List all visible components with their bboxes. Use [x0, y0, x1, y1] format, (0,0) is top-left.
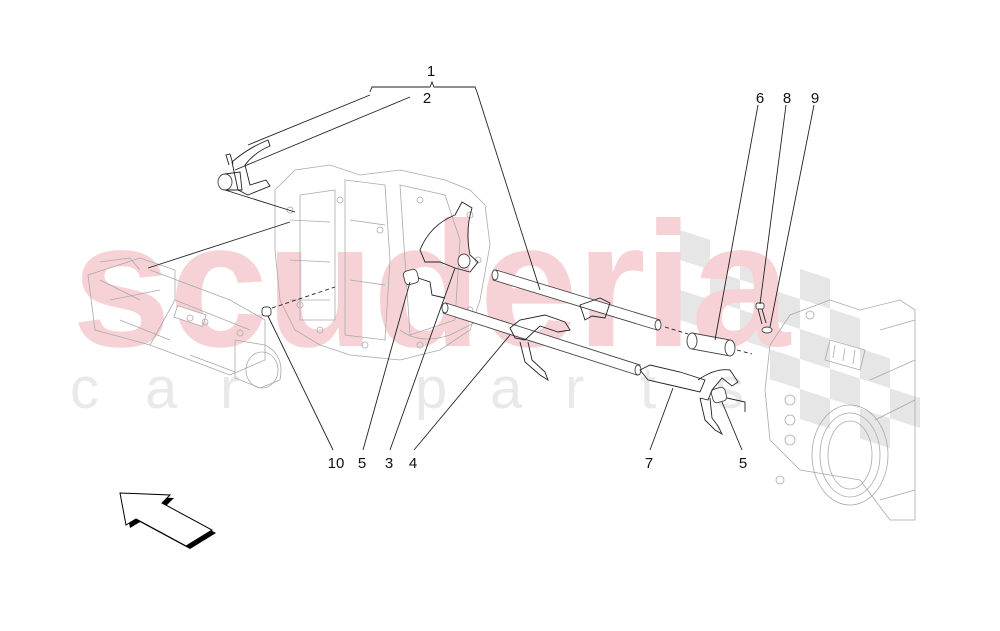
callout-8[interactable]: 8: [782, 90, 792, 107]
selector-fork-part-7: [639, 364, 739, 436]
callout-4[interactable]: 4: [408, 455, 418, 472]
watermark-brand-text: scuderia: [72, 185, 790, 384]
selector-rod-upper: [491, 269, 689, 335]
callout-7[interactable]: 7: [644, 455, 654, 472]
callout-1[interactable]: 1: [426, 63, 436, 80]
callout-9[interactable]: 9: [810, 90, 820, 107]
gearbox-housing: [274, 164, 491, 361]
callout-2[interactable]: 2: [422, 90, 432, 107]
sleeve-part-6: [686, 332, 753, 357]
front-direction-arrow-icon: [119, 492, 216, 549]
selector-fork-part-2: [217, 139, 271, 196]
selector-fork-part-3: [419, 201, 479, 273]
callout-3[interactable]: 3: [384, 455, 394, 472]
bolt-part-8: [755, 302, 767, 325]
washer-part-9: [761, 326, 773, 334]
bush-part-10: [261, 286, 336, 317]
bush-part-5-right: [710, 386, 746, 412]
shift-actuator-assembly: [87, 257, 282, 389]
callout-5-right[interactable]: 5: [738, 455, 748, 472]
callout-10[interactable]: 10: [327, 455, 345, 472]
leader-lines: [147, 80, 815, 451]
selector-rod-lower-fork-4: [441, 302, 642, 382]
callout-5-left[interactable]: 5: [357, 455, 367, 472]
transmission-case-right: [764, 299, 916, 521]
bush-part-5-left: [402, 268, 446, 299]
callout-6[interactable]: 6: [755, 90, 765, 107]
